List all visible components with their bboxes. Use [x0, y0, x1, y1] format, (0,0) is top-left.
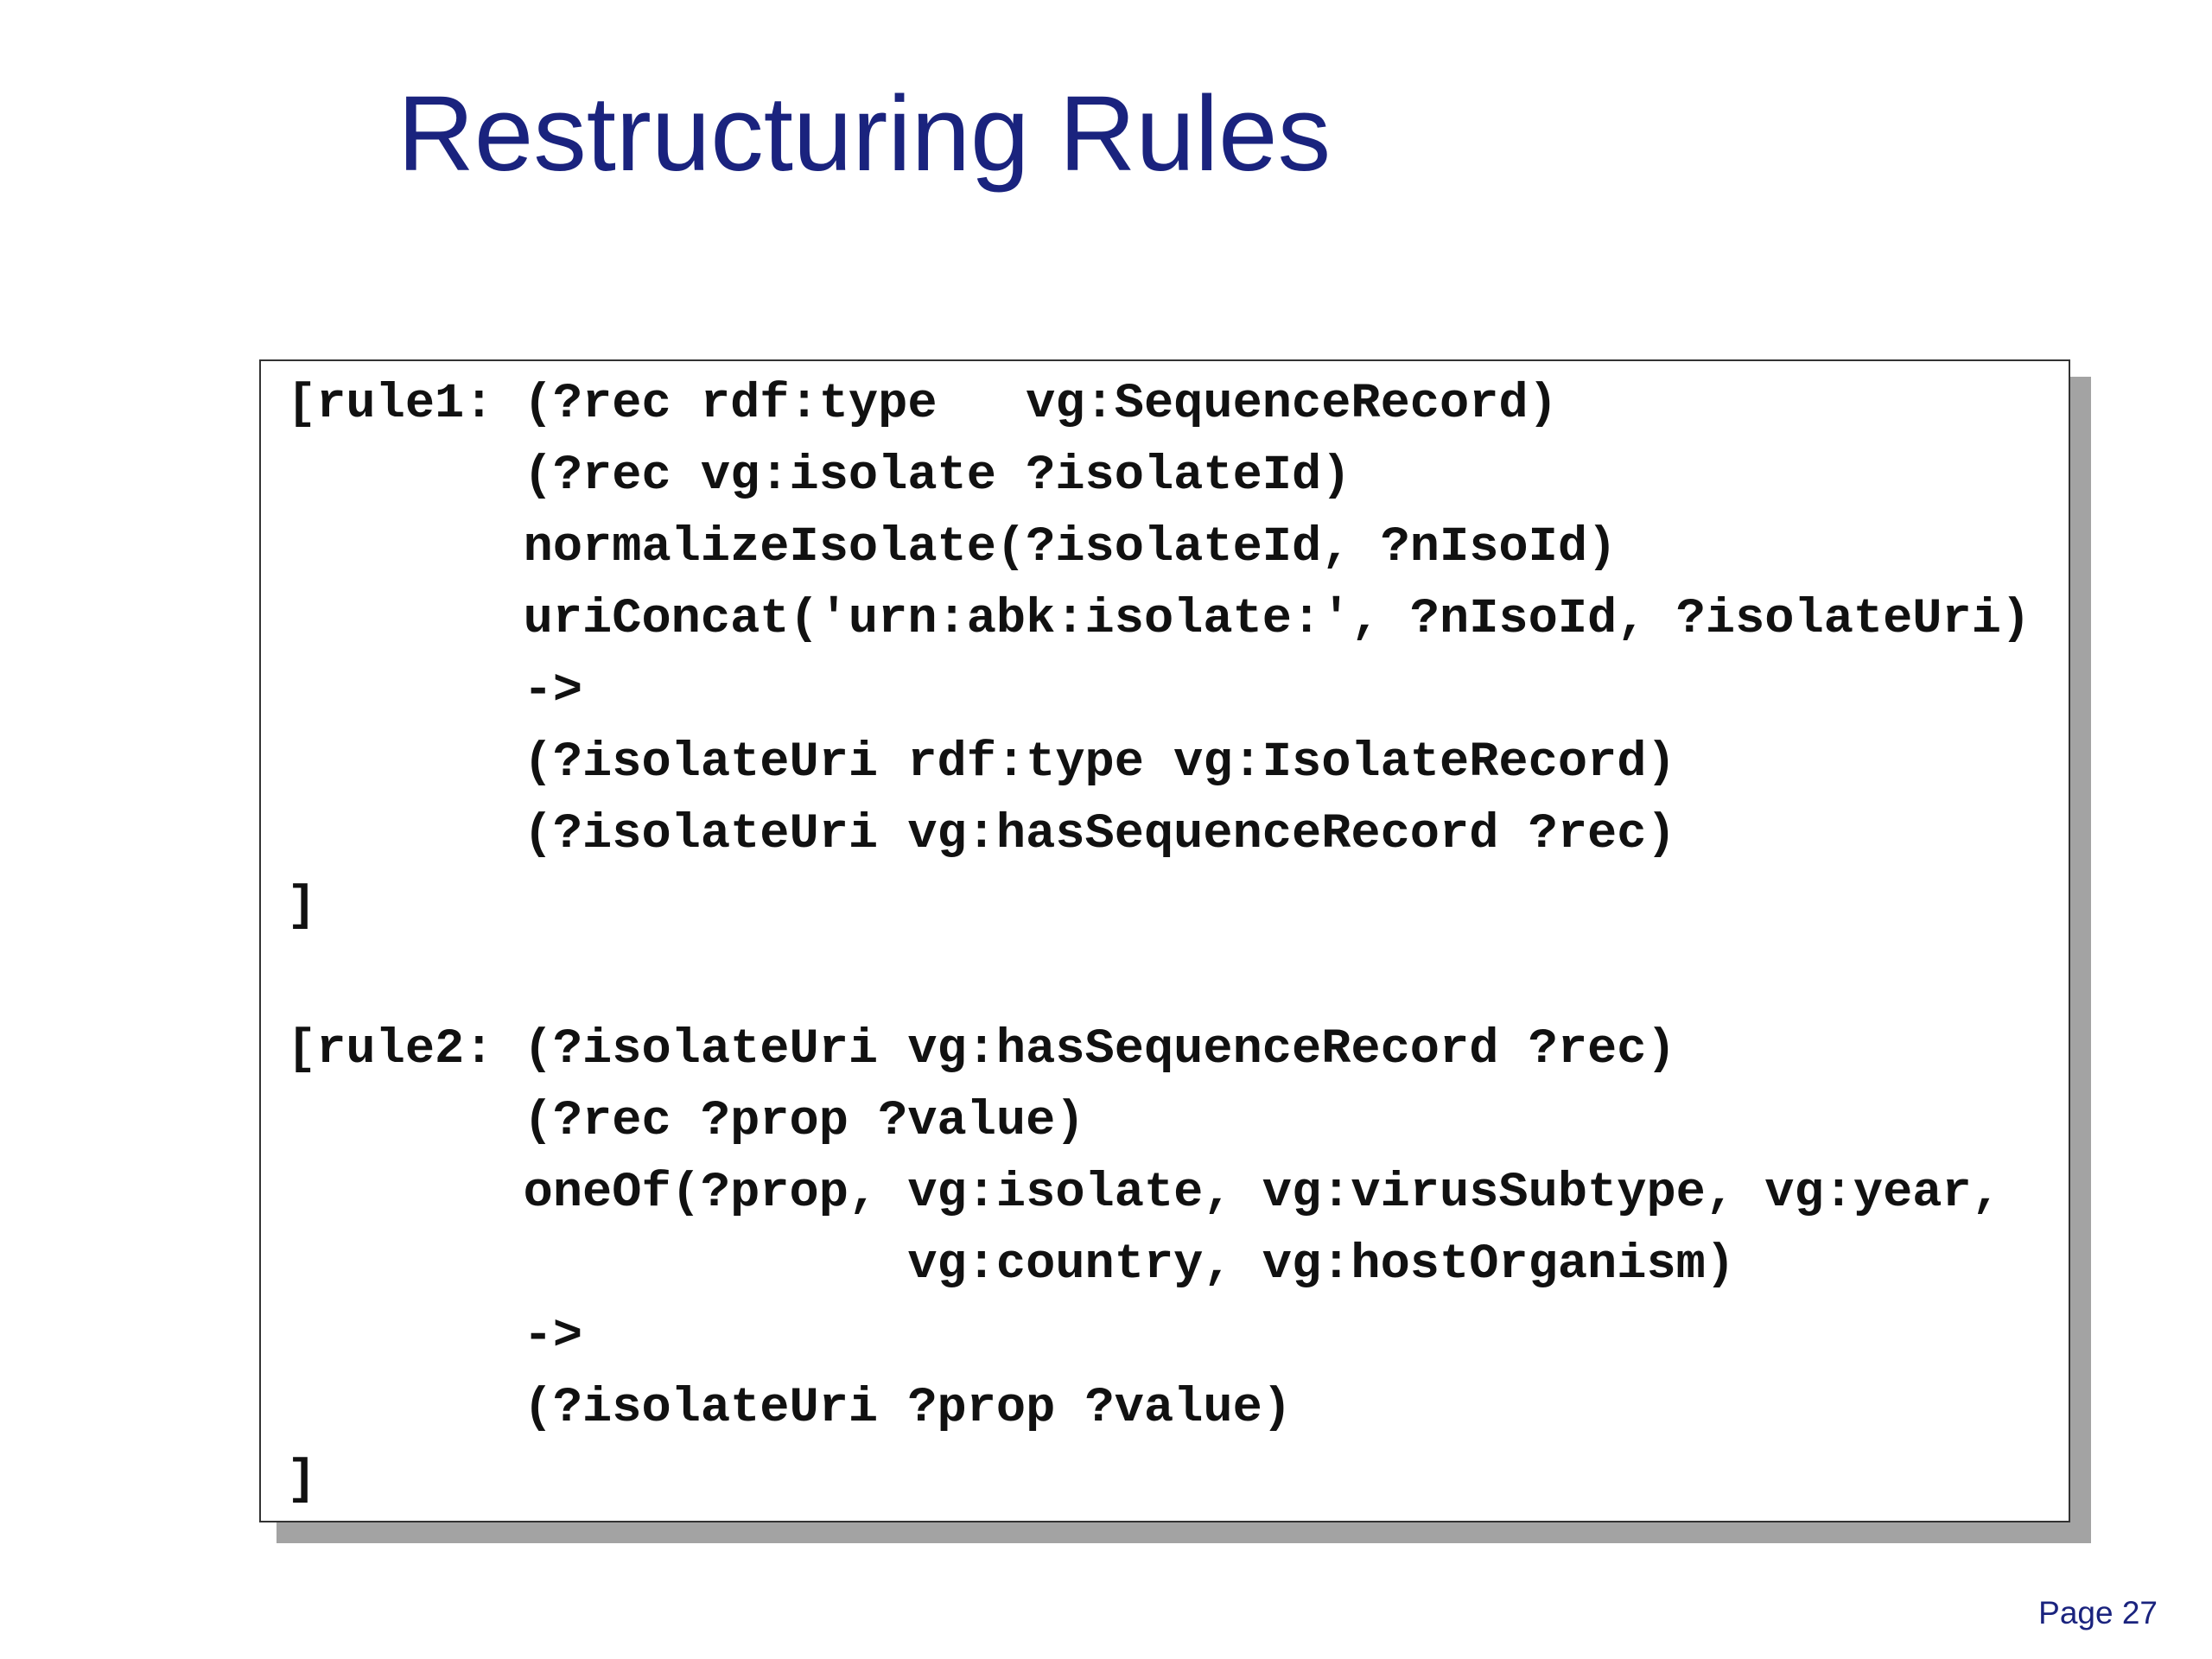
code-line: oneOf(?prop, vg:isolate, vg:virusSubtype… — [287, 1166, 2001, 1221]
page-number: Page 27 — [2038, 1595, 2158, 1630]
code-line: -> — [287, 664, 583, 719]
slide-title: Restructuring Rules — [397, 75, 1332, 194]
code-line: (?rec ?prop ?value) — [287, 1094, 1085, 1149]
code-line: normalizeIsolate(?isolateId, ?nIsoId) — [287, 520, 1618, 575]
code-line: [rule1: (?rec rdf:type vg:SequenceRecord… — [287, 377, 1558, 432]
code-line: (?isolateUri rdf:type vg:IsolateRecord) — [287, 735, 1676, 791]
code-line: (?isolateUri ?prop ?value) — [287, 1381, 1292, 1436]
code-line: [rule2: (?isolateUri vg:hasSequenceRecor… — [287, 1022, 1676, 1077]
code-line: -> — [287, 1309, 583, 1364]
code-line: ] — [287, 879, 317, 934]
code-line: (?rec vg:isolate ?isolateId) — [287, 448, 1351, 504]
code-line: vg:country, vg:hostOrganism) — [287, 1237, 1736, 1293]
code-line: uriConcat('urn:abk:isolate:', ?nIsoId, ?… — [287, 592, 2031, 647]
code-listing-box: [rule1: (?rec rdf:type vg:SequenceRecord… — [259, 359, 2070, 1522]
code-line: ] — [287, 1452, 317, 1508]
code-line: (?isolateUri vg:hasSequenceRecord ?rec) — [287, 807, 1676, 862]
